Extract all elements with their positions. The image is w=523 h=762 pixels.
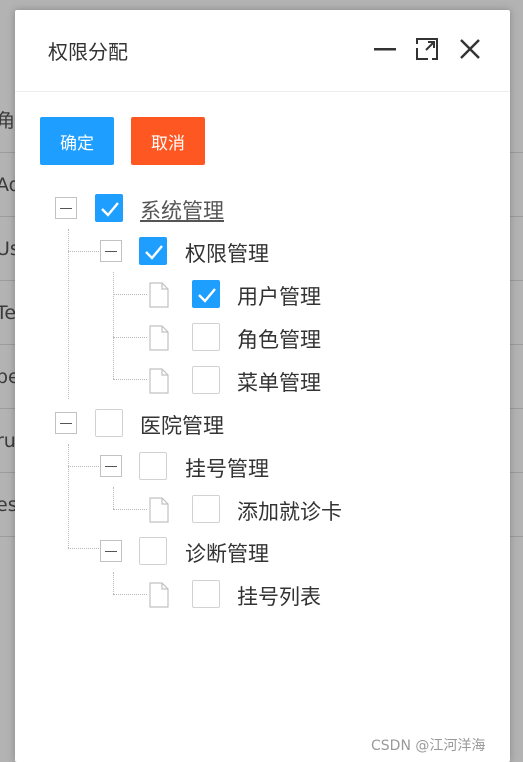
tree-guide-line [68, 444, 69, 548]
collapse-toggle[interactable] [55, 412, 77, 434]
tree-node-permission: 权限管理 [15, 236, 510, 266]
bg-cell-text: Us [0, 238, 20, 260]
cancel-button[interactable]: 取消 [131, 117, 205, 165]
tree-guide-line [113, 379, 147, 380]
watermark-text: CSDN @江河洋海 [371, 738, 486, 754]
tree-guide-line [113, 594, 147, 595]
bg-cell-text: 角 [0, 110, 16, 132]
tree-node-registration: 挂号管理 [15, 451, 510, 481]
file-icon [149, 368, 169, 394]
collapse-toggle[interactable] [100, 455, 122, 477]
checkbox-user-mgmt[interactable] [192, 280, 220, 308]
collapse-toggle[interactable] [55, 197, 77, 219]
checkbox-hospital[interactable] [95, 409, 123, 437]
tree-node-add-card: 添加就诊卡 [15, 494, 510, 524]
node-label[interactable]: 菜单管理 [237, 371, 321, 395]
file-icon [149, 582, 169, 608]
check-icon [198, 288, 216, 303]
tree-node-reg-list: 挂号列表 [15, 579, 510, 609]
node-label[interactable]: 挂号列表 [237, 585, 321, 609]
node-label[interactable]: 用户管理 [237, 285, 321, 309]
checkbox-role-mgmt[interactable] [192, 323, 220, 351]
tree-node-user-mgmt: 用户管理 [15, 279, 510, 309]
node-label[interactable]: 权限管理 [185, 242, 269, 266]
bg-cell-text: pe [0, 366, 20, 388]
tree-node-menu-mgmt: 菜单管理 [15, 365, 510, 395]
file-icon [149, 325, 169, 351]
tree-guide-line [68, 548, 101, 549]
dialog-title: 权限分配 [48, 40, 128, 64]
tree-guide-line [113, 272, 114, 379]
node-label[interactable]: 角色管理 [237, 328, 321, 352]
dialog-header: 权限分配 [15, 10, 510, 92]
tree-guide-line [113, 509, 147, 510]
collapse-toggle[interactable] [100, 540, 122, 562]
tree-node-role-mgmt: 角色管理 [15, 322, 510, 352]
checkbox-add-card[interactable] [192, 495, 220, 523]
tree-guide-line [68, 229, 69, 399]
bg-cell-text: Te [0, 302, 17, 324]
node-label[interactable]: 诊断管理 [185, 542, 269, 566]
file-icon [149, 497, 169, 523]
minimize-icon[interactable] [372, 36, 398, 62]
checkbox-menu-mgmt[interactable] [192, 366, 220, 394]
checkbox-permission[interactable] [139, 237, 167, 265]
permission-dialog: 权限分配 确定 取消 系统管理 [15, 10, 510, 762]
node-label[interactable]: 挂号管理 [185, 457, 269, 481]
tree-node-system: 系统管理 [15, 193, 510, 223]
close-icon[interactable] [457, 36, 483, 62]
bg-cell-text: ru [0, 430, 16, 452]
check-icon [101, 202, 119, 217]
tree-guide-line [113, 294, 147, 295]
node-label[interactable]: 添加就诊卡 [237, 500, 342, 524]
bg-cell-text: es [0, 494, 18, 516]
tree-guide-line [113, 337, 147, 338]
tree-node-hospital: 医院管理 [15, 408, 510, 438]
tree-guide-line [68, 466, 101, 467]
check-icon [145, 245, 163, 260]
tree-guide-line [113, 572, 114, 594]
file-icon [149, 282, 169, 308]
tree-guide-line [68, 251, 101, 252]
checkbox-registration[interactable] [139, 452, 167, 480]
tree-guide-line [113, 487, 114, 509]
tree-node-diagnosis: 诊断管理 [15, 536, 510, 566]
checkbox-diagnosis[interactable] [139, 537, 167, 565]
confirm-button[interactable]: 确定 [40, 117, 114, 165]
maximize-icon[interactable] [414, 36, 440, 62]
node-label[interactable]: 系统管理 [140, 199, 224, 223]
checkbox-system[interactable] [95, 194, 123, 222]
node-label[interactable]: 医院管理 [140, 414, 224, 438]
collapse-toggle[interactable] [100, 240, 122, 262]
checkbox-reg-list[interactable] [192, 580, 220, 608]
